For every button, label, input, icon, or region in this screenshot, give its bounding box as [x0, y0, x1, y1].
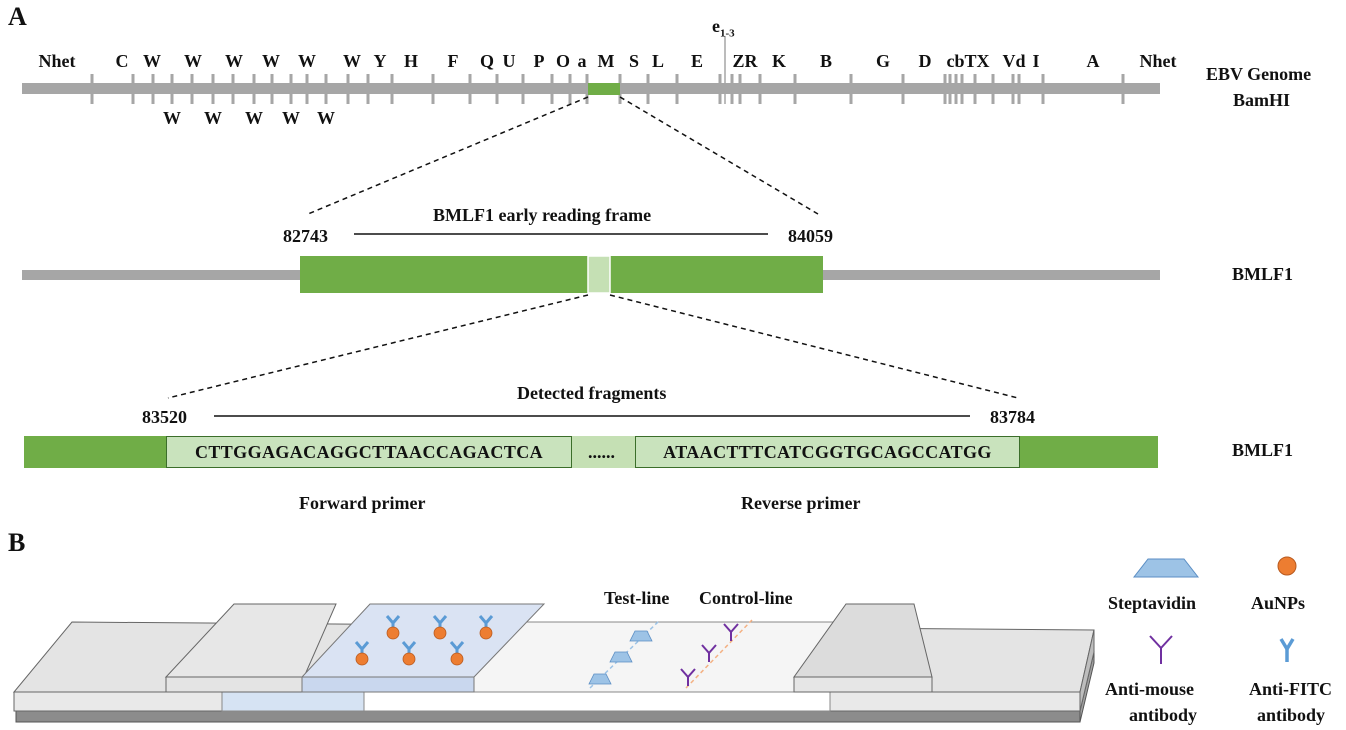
- control-line: [685, 619, 753, 689]
- forward-primer-label: Forward primer: [299, 493, 426, 513]
- genome-fragment-label: U: [502, 51, 516, 71]
- absorbent-pad-front: [793, 676, 933, 693]
- genome-fragment-label: C: [115, 51, 129, 71]
- genome-fragment-label: cbTX: [946, 51, 990, 71]
- genome-fragment-label: F: [447, 51, 459, 71]
- bmlf1-track-label: BMLF1: [1232, 264, 1293, 284]
- fragment-track-label: BMLF1: [1232, 440, 1293, 460]
- genome-fragment-label: W: [343, 51, 361, 71]
- e-marker-label: e1-3: [712, 16, 735, 40]
- aunp-particle: [433, 626, 447, 640]
- genome-fragment-label: Nhet: [1139, 51, 1177, 71]
- bmlf1-orf-block: [300, 256, 823, 293]
- genome-fragment-label: W: [262, 51, 280, 71]
- orf-title: BMLF1 early reading frame: [433, 205, 652, 225]
- genome-fragment-label: Q: [479, 51, 494, 71]
- control-line-label: Control-line: [699, 588, 793, 608]
- conjugate-pad-front: [301, 676, 475, 693]
- genome-w-repeat-label: W: [163, 108, 181, 128]
- bmlf1-detected-region: [587, 255, 611, 294]
- genome-fragment-label: Y: [373, 51, 387, 71]
- genome-fragment-label: Vd: [1002, 51, 1026, 71]
- streptavidin-mark: [609, 651, 633, 663]
- genome-w-repeat-label: W: [204, 108, 222, 128]
- zoom-line-right-1: [619, 96, 819, 215]
- legend-anti-fitc-label-2: antibody: [1257, 705, 1326, 725]
- fragment-start: 83520: [142, 407, 187, 427]
- legend-aunps-label: AuNPs: [1251, 593, 1306, 613]
- sequence-gap: ......: [588, 442, 615, 462]
- strip-base-bottom-front: [15, 710, 1081, 723]
- panel-label-b: B: [8, 528, 26, 557]
- orf-start: 82743: [283, 226, 328, 246]
- genome-fragment-label: A: [1086, 51, 1100, 71]
- anti-mouse-antibody: [680, 668, 696, 686]
- genome-w-repeat-label: W: [317, 108, 335, 128]
- genome-fragment-label: P: [533, 51, 545, 71]
- aunp-particle: [386, 626, 400, 640]
- legend-anti-fitc-icon: [1279, 638, 1295, 662]
- genome-right-label-2: BamHI: [1233, 90, 1291, 110]
- legend-steptavidin-label: Steptavidin: [1108, 593, 1197, 613]
- genome-fragment-label: G: [875, 51, 890, 71]
- genome-fragment-label: D: [918, 51, 932, 71]
- genome-fragment-label: B: [819, 51, 832, 71]
- genome-fragment-label: E: [690, 51, 703, 71]
- aunp-particle: [355, 652, 369, 666]
- genome-fragment-label: H: [403, 51, 418, 71]
- bamhi-site-ticks: [90, 74, 1125, 104]
- genome-fragment-label: O: [555, 51, 570, 71]
- aunp-particle: [479, 626, 493, 640]
- bmlf1-genome-region: [588, 83, 620, 95]
- aunp-particle: [402, 652, 416, 666]
- genome-w-repeat-label: W: [282, 108, 300, 128]
- streptavidin-mark: [629, 630, 653, 642]
- test-line-label: Test-line: [604, 588, 670, 608]
- genome-fragment-label: K: [771, 51, 786, 71]
- sample-pad-front: [165, 676, 305, 693]
- fragment-end: 83784: [990, 407, 1035, 427]
- conjugate-base: [221, 691, 365, 712]
- zoom-line-left-2: [167, 294, 589, 399]
- strip-backing-side: [1079, 629, 1095, 712]
- genome-fragment-label: W: [225, 51, 243, 71]
- genome-fragment-label: W: [143, 51, 161, 71]
- genome-fragment-label: I: [1032, 51, 1040, 71]
- genome-fragment-label: W: [298, 51, 316, 71]
- genome-right-label-1: EBV Genome: [1206, 64, 1312, 84]
- legend-anti-mouse-label-2: antibody: [1129, 705, 1198, 725]
- streptavidin-mark: [588, 673, 612, 685]
- legend-steptavidin-icon: [1132, 558, 1200, 578]
- membrane-front: [359, 691, 831, 712]
- aunp-particle: [450, 652, 464, 666]
- legend-anti-mouse-label-1: Anti-mouse: [1105, 679, 1194, 699]
- reverse-primer-sequence: ATAACTTTCATCGGTGCAGCCATGG: [635, 436, 1020, 468]
- genome-fragment-label: W: [184, 51, 202, 71]
- zoom-line-right-2: [609, 294, 1019, 399]
- fragment-title: Detected fragments: [517, 383, 667, 403]
- anti-mouse-antibody: [701, 644, 717, 662]
- zoom-line-left-1: [307, 96, 589, 215]
- legend-anti-fitc-label-1: Anti-FITC: [1249, 679, 1333, 699]
- genome-fragment-label: M: [597, 51, 615, 71]
- genome-fragment-label: Nhet: [38, 51, 76, 71]
- genome-fragment-label: ZR: [732, 51, 758, 71]
- anti-mouse-antibody: [723, 623, 739, 641]
- legend-anti-mouse-icon: [1149, 635, 1173, 664]
- genome-fragment-label: a: [577, 51, 587, 71]
- panel-label-a: A: [8, 2, 27, 31]
- genome-w-repeat-label: W: [245, 108, 263, 128]
- reverse-primer-label: Reverse primer: [741, 493, 861, 513]
- genome-fragment-label: L: [651, 51, 664, 71]
- genome-fragment-label: S: [628, 51, 639, 71]
- orf-end: 84059: [788, 226, 833, 246]
- legend-aunp-icon: [1277, 556, 1297, 576]
- forward-primer-sequence: CTTGGAGACAGGCTTAACCAGACTCA: [166, 436, 572, 468]
